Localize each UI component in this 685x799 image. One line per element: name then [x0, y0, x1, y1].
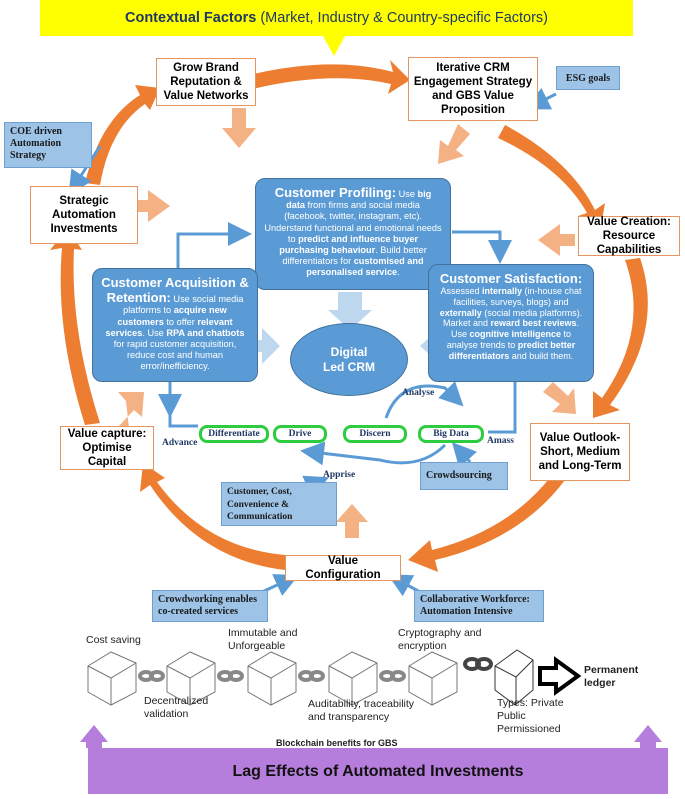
step-discern-label: Discern — [359, 429, 391, 439]
esg-note: ESG goals — [556, 66, 620, 90]
profiling-bold-3: customised and personalised service — [306, 256, 424, 278]
profiling-text-3: . Build better differentiators for — [282, 245, 427, 267]
orange-cycle-arrows — [50, 60, 648, 572]
coe-note: COE driven Automation Strategy — [4, 122, 92, 168]
iterative-crm-label: Iterative CRM Engagement Strategy and GB… — [413, 62, 533, 116]
analyse-label: Analyse — [402, 388, 435, 398]
blockchain-caption: Blockchain benefits for GBS — [276, 738, 398, 748]
profiling-text-4: . — [397, 267, 400, 278]
customer-cost-note: Customer, Cost, Convenience & Communicat… — [221, 482, 337, 526]
auditability-label: Auditability, traceability and transpare… — [308, 698, 415, 723]
acquisition-text-3: . Use — [142, 327, 167, 338]
value-capture-node: Value capture: Optimise Capital — [60, 426, 154, 470]
permanent-ledger-arrow — [538, 656, 582, 696]
crowdsourcing-label: Crowdsourcing — [426, 470, 492, 481]
lag-effects-banner: Lag Effects of Automated Investments — [88, 748, 668, 794]
chain-links — [138, 657, 493, 682]
step-drive: Drive — [273, 425, 327, 443]
profiling-bold-1: big data — [286, 189, 432, 211]
types-label: Types: Private Public Permissioned — [497, 697, 564, 735]
acquisition-text-4: for rapid customer acquisition, reduce c… — [113, 339, 237, 372]
acquisition-title: Customer Acquisition & Retention: — [101, 275, 249, 306]
banner-pointer — [323, 36, 345, 56]
permanent-ledger-label: Permanent ledger — [584, 664, 639, 689]
banner-subtitle: (Market, Industry & Country-specific Fac… — [256, 10, 549, 26]
lag-arrows — [80, 725, 662, 748]
cube-4 — [328, 651, 378, 706]
satisfaction-text-3: (social media platforms). Market and — [442, 307, 583, 329]
acquisition-bold-2: relevant services — [105, 316, 233, 338]
cube-2 — [166, 651, 216, 706]
customer-acquisition-box: Customer Acquisition & Retention: Use so… — [92, 268, 258, 382]
value-configuration-label: Value Configuration — [305, 555, 381, 581]
blockchain-cubes — [87, 649, 534, 706]
satisfaction-bold-5: predict better differentiators — [448, 339, 576, 361]
satisfaction-text-5: to analyse trends to — [446, 329, 572, 350]
satisfaction-text-1: Assessed — [440, 286, 482, 296]
grow-brand-node: Grow Brand Reputation & Value Networks — [156, 58, 256, 106]
customer-cost-label: Customer, Cost, Convenience & Communicat… — [227, 487, 293, 522]
acquisition-bold-1: acquire new customers — [117, 305, 227, 327]
crowdsourcing-note: Crowdsourcing — [420, 462, 508, 490]
collaborative-label: Collaborative Workforce: Automation Inte… — [420, 594, 530, 617]
profiling-title: Customer Profiling: — [274, 185, 397, 200]
apprise-label: Apprise — [323, 470, 356, 480]
cube-3 — [247, 651, 297, 706]
cube-5 — [408, 651, 458, 706]
esg-label: ESG goals — [565, 73, 611, 84]
customer-satisfaction-box: Customer Satisfaction: Assessed internal… — [428, 264, 594, 382]
profiling-bold-2: predict and influence buyer purchasing b… — [279, 233, 419, 256]
cube-6 — [494, 649, 534, 706]
step-big-data-label: Big Data — [433, 429, 469, 439]
step-big-data: Big Data — [418, 425, 484, 443]
profiling-text-1: Use — [396, 189, 418, 199]
step-drive-label: Drive — [288, 429, 312, 439]
step-differentiate: Differentiate — [199, 425, 269, 443]
center-label: Digital Led CRM — [323, 344, 375, 374]
satisfaction-bold-1: internally — [481, 286, 522, 296]
satisfaction-text-6: and build them. — [509, 350, 574, 361]
step-differentiate-label: Differentiate — [208, 429, 260, 439]
strategic-automation-node: Strategic Automation Investments — [30, 186, 138, 244]
digital-led-crm-ellipse: Digital Led CRM — [290, 323, 408, 396]
crowdworking-label: Crowdworking enables co-created services — [158, 594, 257, 617]
acquisition-text-2: to offer — [163, 316, 198, 327]
acquisition-bold-3: RPA and chatbots — [166, 327, 245, 338]
satisfaction-bold-4: cognitive intelligence — [469, 329, 562, 340]
decentralized-label: Decentralized validation — [144, 695, 209, 720]
satisfaction-text-2: (in-house chat facilities, surveys, blog… — [453, 286, 582, 307]
strategic-automation-label: Strategic Automation Investments — [50, 195, 118, 235]
inward-arrows — [118, 108, 576, 538]
coe-label: COE driven Automation Strategy — [10, 126, 62, 161]
profiling-text-2: from firms and social media (facebook, t… — [264, 200, 442, 244]
value-creation-label: Value Creation: Resource Capabilities — [587, 216, 671, 256]
immutable-label: Immutable and Unforgeable — [228, 627, 298, 652]
crowdworking-note: Crowdworking enables co-created services — [152, 590, 268, 622]
cryptography-label: Cryptography and encryption — [398, 627, 482, 652]
value-outlook-node: Value Outlook-Short, Medium and Long-Ter… — [530, 423, 630, 481]
banner-title: Contextual Factors — [124, 10, 257, 26]
collaborative-note: Collaborative Workforce: Automation Inte… — [414, 590, 544, 622]
cost-saving-label: Cost saving — [86, 634, 141, 646]
satisfaction-bold-3: reward best reviews — [490, 318, 577, 329]
value-outlook-label: Value Outlook-Short, Medium and Long-Ter… — [538, 432, 622, 472]
contextual-factors-banner: Contextual Factors (Market, Industry & C… — [40, 0, 633, 36]
step-discern: Discern — [343, 425, 407, 443]
acquisition-text-1: Use social media platforms to — [123, 294, 244, 316]
lag-effects-label: Lag Effects of Automated Investments — [232, 763, 524, 780]
value-capture-label: Value capture: Optimise Capital — [67, 428, 147, 468]
satisfaction-title: Customer Satisfaction: — [439, 271, 583, 286]
satisfaction-text-4: . Use — [450, 318, 580, 340]
cube-1 — [87, 651, 137, 706]
value-configuration-node: Value Configuration — [285, 555, 401, 581]
amass-label: Amass — [487, 436, 514, 446]
customer-profiling-box: Customer Profiling: Use big data from fi… — [255, 178, 451, 290]
advance-label: Advance — [162, 438, 198, 448]
value-creation-node: Value Creation: Resource Capabilities — [578, 216, 680, 256]
iterative-crm-node: Iterative CRM Engagement Strategy and GB… — [408, 57, 538, 121]
satisfaction-bold-2: externally — [439, 307, 482, 318]
grow-brand-label: Grow Brand Reputation & Value Networks — [163, 62, 249, 102]
